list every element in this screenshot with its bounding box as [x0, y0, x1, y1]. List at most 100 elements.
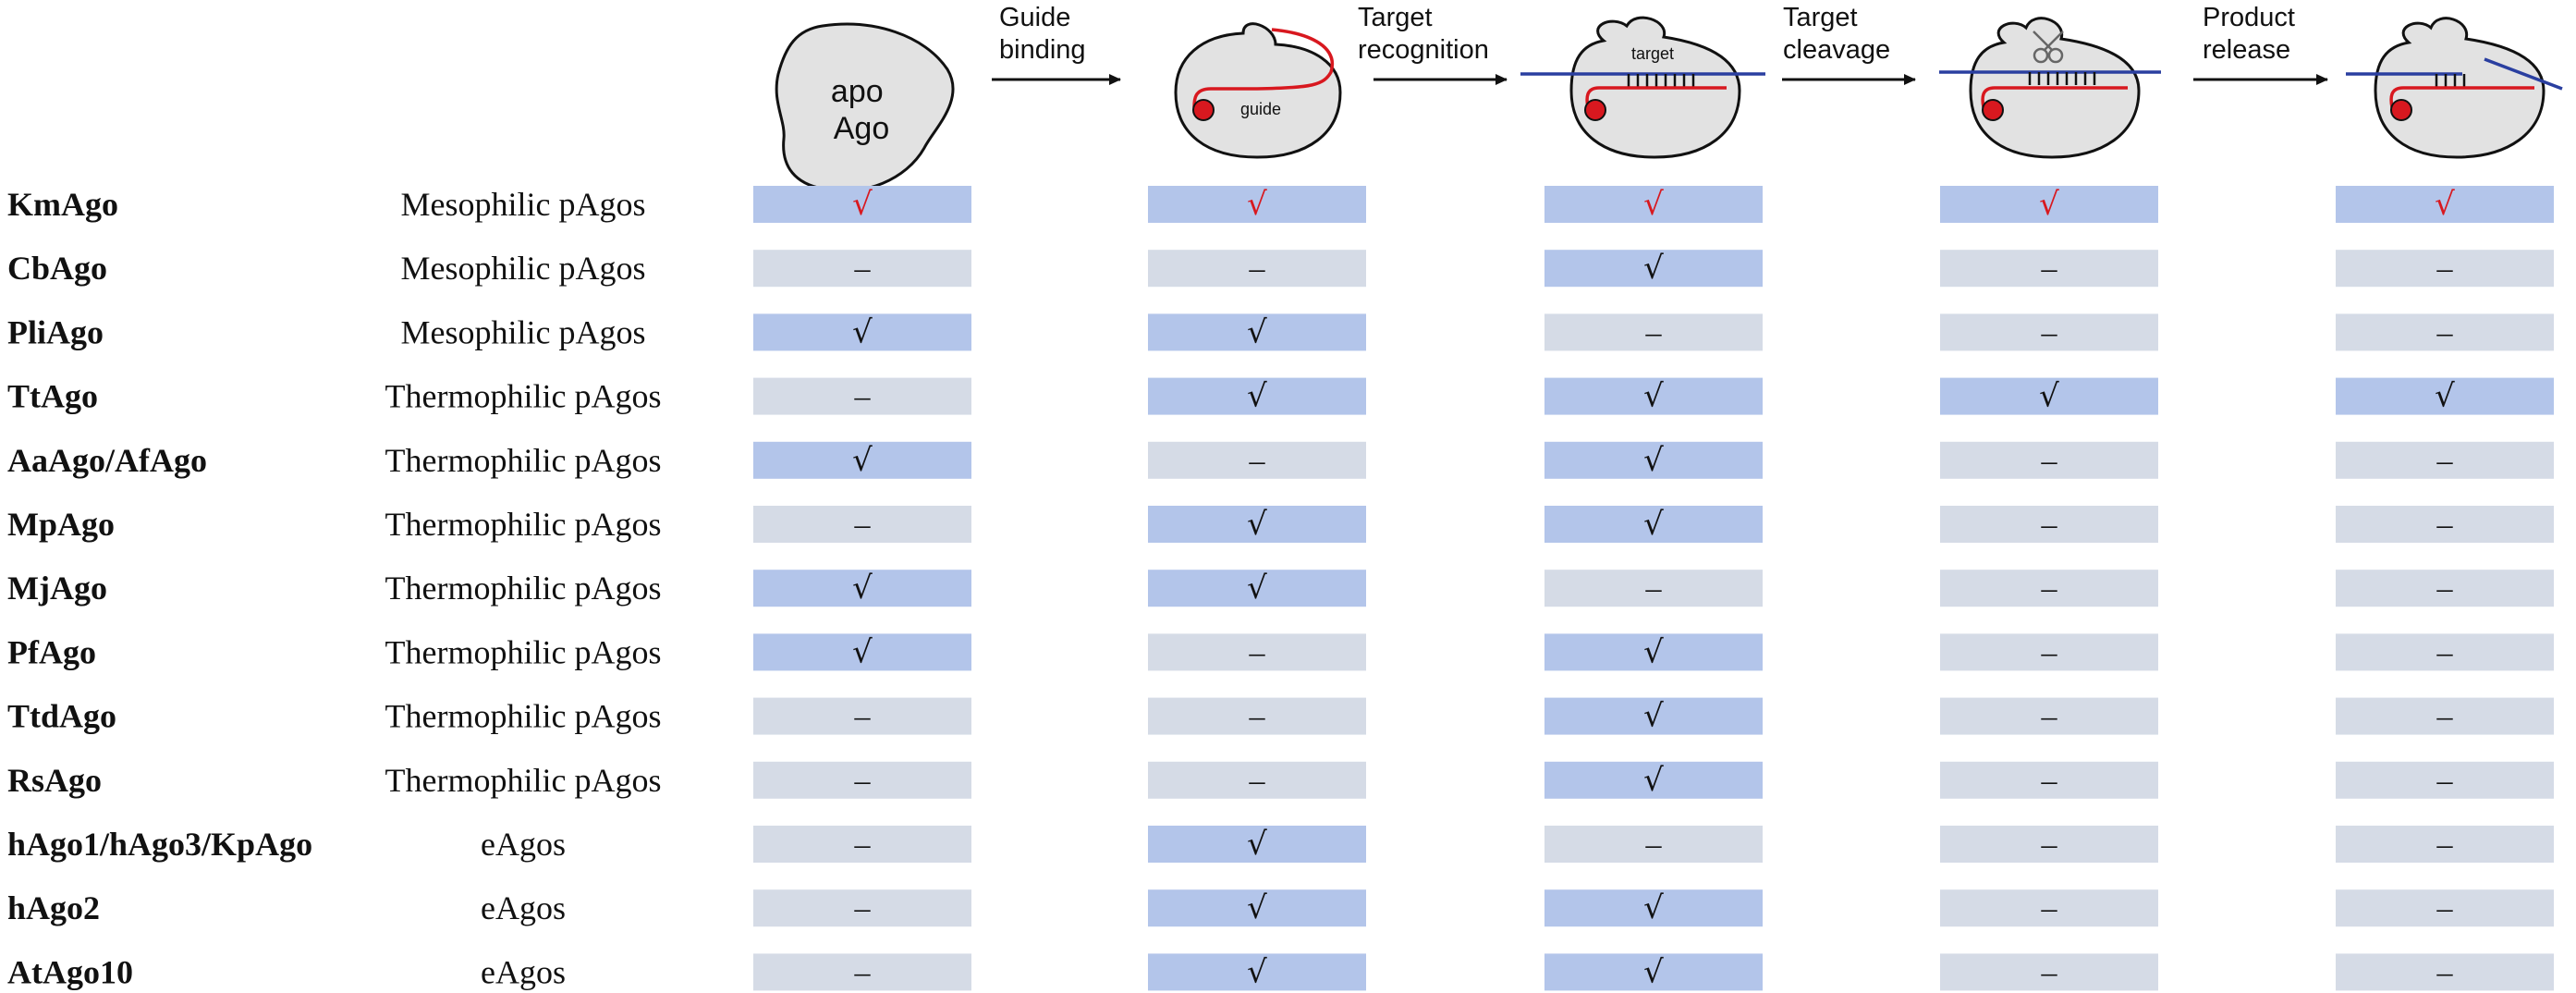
arrow-target-recognition-label-line-2: recognition [1358, 35, 1489, 65]
table-cell [2336, 826, 2554, 863]
arrow-target-cleavage: Target cleavage [1782, 3, 1916, 85]
protein-name: hAgo1/hAgo3/KpAgo [7, 826, 312, 863]
arrow-guide-binding-label-line-2: binding [999, 35, 1086, 65]
table-cell [753, 761, 971, 799]
arrow-guide-binding: Guide binding [992, 3, 1121, 85]
table-cell [753, 186, 971, 223]
check-mark: √ [2435, 186, 2455, 223]
table-cell [1544, 250, 1763, 288]
apo-ago-label-line-2: Ago [834, 111, 890, 146]
table-cell [1544, 889, 1763, 927]
protein-class: Mesophilic pAgos [401, 313, 646, 350]
target-fragment-right [2484, 57, 2563, 91]
table-cell [1148, 570, 1366, 607]
arrow-target-cleavage-label: Target cleavage [1783, 3, 1890, 65]
stage-row: apo Ago Guide binding guide Target recog… [775, 3, 2563, 193]
arrow-product-release: Product release [2193, 3, 2328, 85]
check-mark: √ [1643, 506, 1664, 543]
arrow-product-release-label: Product release [2203, 3, 2302, 65]
table-cell [2336, 633, 2554, 671]
protein-name: RsAgo [7, 762, 102, 799]
table-cell [1940, 250, 2158, 288]
check-mark: √ [1247, 313, 1267, 350]
protein-class: Mesophilic pAgos [401, 186, 646, 223]
target-cleavage-ago-shape [1939, 17, 2161, 159]
protein-class: eAgos [481, 953, 566, 990]
table-cell [1940, 826, 2158, 863]
table-cell [1940, 441, 2158, 479]
dash-mark: – [2436, 700, 2454, 734]
check-mark: √ [1643, 698, 1664, 735]
dash-mark: – [1249, 251, 1266, 286]
dash-mark: – [1249, 635, 1266, 669]
arrow-product-release-label-line-1: Product [2203, 3, 2295, 32]
arrow-target-recognition: Target recognition [1358, 3, 1508, 85]
check-mark: √ [2435, 378, 2455, 415]
protein-class: Thermophilic pAgos [385, 762, 662, 799]
protein-name: KmAgo [7, 186, 118, 223]
protein-name: MjAgo [7, 570, 107, 607]
check-mark: √ [1643, 378, 1664, 415]
dash-mark: – [2436, 315, 2454, 349]
check-mark: √ [852, 570, 873, 607]
table-cell [1544, 506, 1763, 543]
arrow-target-recognition-label: Target recognition [1358, 3, 1489, 65]
guide-strand [2389, 86, 2534, 108]
protein-name: hAgo2 [7, 889, 100, 926]
dash-mark: – [854, 764, 872, 798]
table-cell [1544, 186, 1763, 223]
table-cell [1544, 953, 1763, 991]
protein-class: Thermophilic pAgos [385, 633, 662, 670]
check-mark: √ [1247, 953, 1267, 990]
table-cell [2336, 313, 2554, 351]
dash-mark: – [1645, 315, 1663, 349]
table-cell [1148, 313, 1366, 351]
table-cell [2336, 889, 2554, 927]
check-mark: √ [1643, 250, 1664, 287]
table-cell [1148, 826, 1366, 863]
dash-mark: – [2436, 891, 2454, 926]
scissors-icon [2033, 31, 2064, 64]
protein-class: Thermophilic pAgos [385, 698, 662, 735]
table-cell [2336, 761, 2554, 799]
check-mark: √ [1247, 570, 1267, 607]
table-cell [1544, 826, 1763, 863]
table-cell [753, 570, 971, 607]
arrow-target-cleavage-label-line-2: cleavage [1783, 35, 1890, 65]
check-mark: √ [1247, 378, 1267, 415]
table-cell [753, 250, 971, 288]
guide-5prime-anchor [1584, 99, 1606, 121]
protein-name: AtAgo10 [7, 953, 133, 990]
table-cell [753, 826, 971, 863]
dash-mark: – [2436, 635, 2454, 669]
dash-mark: – [854, 828, 872, 862]
protein-class: Thermophilic pAgos [385, 570, 662, 607]
apo-ago-shape: apo Ago [775, 22, 955, 193]
protein-name: PfAgo [7, 633, 96, 670]
table-cell [1148, 441, 1366, 479]
dash-mark: – [2041, 764, 2058, 798]
dash-mark: – [1249, 444, 1266, 478]
protein-name: TtdAgo [7, 698, 116, 735]
table-cell [1544, 633, 1763, 671]
table-cell [1940, 697, 2158, 735]
table-cell [753, 697, 971, 735]
table-cell [2336, 570, 2554, 607]
table-cell [2336, 441, 2554, 479]
dash-mark: – [854, 508, 872, 542]
table-cell [2336, 186, 2554, 223]
protein-name: AaAgo/AfAgo [7, 442, 207, 479]
dash-mark: – [1645, 828, 1663, 862]
table-cell [753, 377, 971, 415]
arrow-guide-binding-label: Guide binding [999, 3, 1086, 65]
dash-mark: – [2041, 251, 2058, 286]
dash-mark: – [2041, 315, 2058, 349]
protein-class: Thermophilic pAgos [385, 506, 662, 543]
table-cell [753, 506, 971, 543]
